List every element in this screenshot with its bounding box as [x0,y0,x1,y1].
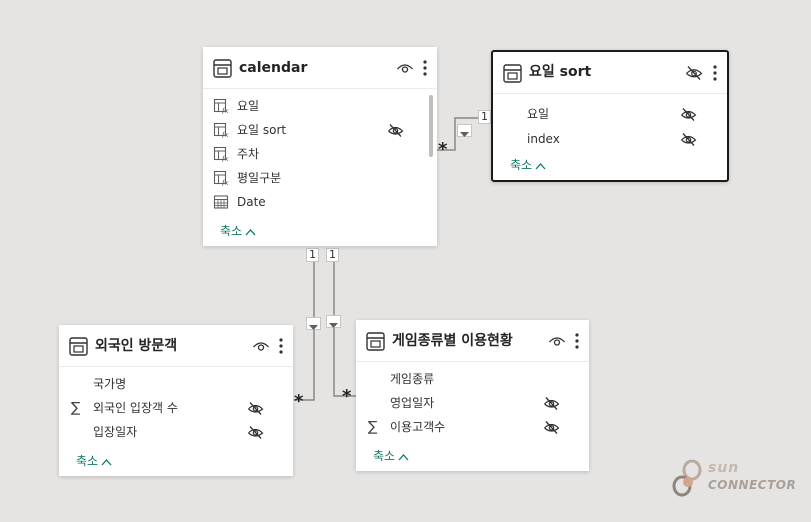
svg-text:fx: fx [221,179,229,186]
relationship-line-calendar-foreign [294,262,315,401]
field-label: 요일 [527,107,550,121]
filter-direction-arrow-game[interactable] [326,315,341,328]
hidden-eye-icon[interactable] [680,106,697,123]
field-row[interactable]: Date [203,191,437,215]
table-card-yoil-sort[interactable]: 요일 sort 요일 index 축소 [491,50,729,182]
relationship-one-marker-game: 1 [326,248,339,262]
eye-icon[interactable] [548,332,566,350]
hidden-eye-icon[interactable] [387,122,404,139]
chevron-up-icon [398,453,409,460]
logo-mark-icon [672,459,702,497]
field-row[interactable]: fx 평일구분 [203,167,437,191]
filter-direction-arrow-yoil-sort[interactable] [457,124,472,137]
table-card-game-usage[interactable]: 게임종류별 이용현황 게임종류 영업일자 ∑ 이용고객수 축소 [356,320,589,471]
field-row[interactable]: 게임종류 [356,368,589,392]
collapse-label: 축소 [510,158,533,172]
calculated-column-icon: fx [213,122,229,138]
hidden-eye-icon[interactable] [247,424,264,441]
field-label: Date [237,195,266,209]
relationship-line-calendar-game [333,262,356,397]
field-row[interactable]: index [493,128,727,152]
field-row[interactable]: 영업일자 [356,392,589,416]
eye-icon[interactable] [396,59,414,77]
svg-text:fx: fx [221,107,229,114]
collapse-label: 축소 [76,454,99,468]
table-card-foreign-visitors[interactable]: 외국인 방문객 국가명 ∑ 외국인 입장객 수 입장일자 축소 [59,325,293,476]
field-label: 평일구분 [237,171,282,185]
field-label: 요일 sort [237,123,287,137]
more-options-icon[interactable] [712,62,718,84]
table-title: 게임종류별 이용현황 [392,333,513,349]
filter-direction-arrow-foreign[interactable] [306,317,321,330]
svg-text:fx: fx [221,155,229,162]
field-label: 게임종류 [390,372,435,386]
collapse-label: 축소 [373,449,396,463]
table-icon [366,332,385,351]
field-row[interactable]: 입장일자 [59,421,293,445]
table-icon [213,59,232,78]
scrollbar-thumb[interactable] [429,95,433,157]
more-options-icon[interactable] [574,330,580,352]
hidden-eye-icon[interactable] [247,400,264,417]
collapse-button[interactable]: 축소 [510,157,546,173]
hidden-eye-icon[interactable] [543,419,560,436]
sun-connector-logo: sun CONNECTOR [668,458,798,502]
field-label: 국가명 [93,377,127,391]
field-label: index [527,132,560,146]
field-label: 이용고객수 [390,420,446,434]
field-row[interactable]: 국가명 [59,373,293,397]
field-label: 주차 [237,147,260,161]
field-label: 입장일자 [93,425,138,439]
logo-text-line1: sun [708,460,740,476]
relationship-many-marker-foreign: * [294,391,304,412]
relationship-one-marker-yoil-sort: 1 [478,110,491,124]
collapse-button[interactable]: 축소 [220,223,256,239]
relationship-one-marker-foreign: 1 [306,248,319,262]
sum-icon: ∑ [71,400,81,416]
field-row[interactable]: fx 주차 [203,143,437,167]
table-header-game-usage[interactable]: 게임종류별 이용현황 [356,320,589,362]
field-row[interactable]: fx 요일 [203,95,437,119]
hidden-eye-icon[interactable] [680,131,697,148]
field-label: 영업일자 [390,396,435,410]
calculated-column-icon: fx [213,146,229,162]
collapse-button[interactable]: 축소 [76,453,112,469]
sum-icon: ∑ [368,419,378,435]
more-options-icon[interactable] [278,335,284,357]
chevron-up-icon [245,228,256,235]
field-label: 외국인 입장객 수 [93,401,178,415]
chevron-up-icon [101,458,112,465]
table-card-calendar[interactable]: calendar fx 요일 fx 요일 sort [203,47,437,246]
field-label: 요일 [237,99,260,113]
table-header-yoil-sort[interactable]: 요일 sort [493,52,727,94]
table-title: 요일 sort [529,64,592,80]
table-title: calendar [239,60,308,76]
collapse-button[interactable]: 축소 [373,448,409,464]
table-header-calendar[interactable]: calendar [203,47,437,89]
relationship-many-marker-calendar: * [438,139,448,160]
field-row[interactable]: ∑ 외국인 입장객 수 [59,397,293,421]
field-row[interactable]: fx 요일 sort [203,119,437,143]
field-row[interactable]: 요일 [493,103,727,127]
svg-text:fx: fx [221,131,229,138]
relationship-line-calendar-yoil-sort [437,117,478,151]
field-row[interactable]: ∑ 이용고객수 [356,416,589,440]
collapse-label: 축소 [220,224,243,238]
table-header-foreign-visitors[interactable]: 외국인 방문객 [59,325,293,367]
relationship-many-marker-game: * [342,386,352,407]
eye-icon[interactable] [252,337,270,355]
table-icon [69,337,88,356]
table-icon [503,64,522,83]
calculated-column-icon: fx [213,98,229,114]
calendar-icon [213,195,229,209]
hidden-eye-icon[interactable] [543,395,560,412]
table-title: 외국인 방문객 [95,338,178,354]
more-options-icon[interactable] [422,57,428,79]
logo-text-line2: CONNECTOR [708,478,797,492]
hidden-eye-icon[interactable] [685,64,703,82]
calculated-column-icon: fx [213,170,229,186]
chevron-up-icon [535,162,546,169]
